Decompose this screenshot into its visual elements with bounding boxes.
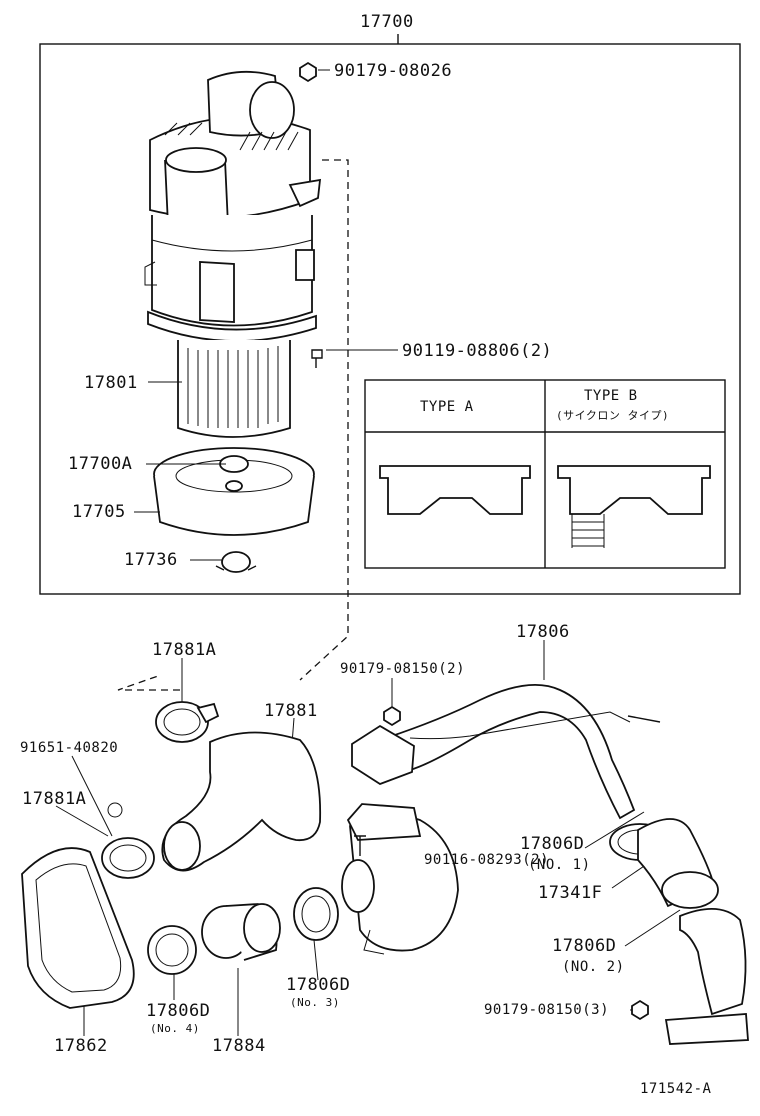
hose-17881 xyxy=(161,731,322,872)
clamp-17806D-no3 xyxy=(293,887,339,941)
inlet-pipe-17806 xyxy=(351,683,661,820)
label-no2: (NO. 2) xyxy=(562,959,625,975)
label-17806: 17806 xyxy=(516,622,570,642)
label-no3: (No. 3) xyxy=(290,996,340,1009)
type-inset-box xyxy=(364,379,726,569)
clamp-17881A-left xyxy=(101,837,155,879)
intake-duct-17862 xyxy=(21,847,135,1009)
type-a-label: TYPE A xyxy=(420,399,474,415)
label-no1: (NO. 1) xyxy=(528,857,591,873)
label-17801: 17801 xyxy=(84,373,138,393)
label-90119-08806: 90119-08806(2) xyxy=(402,341,553,361)
alignment-dash xyxy=(117,159,349,691)
air-cleaner-body xyxy=(144,215,317,342)
label-90179-08026: 90179-08026 xyxy=(334,61,453,81)
cleaner-bottom-17705 xyxy=(153,447,315,536)
label-17700A: 17700A xyxy=(68,454,133,474)
type-b-label: TYPE B xyxy=(584,388,638,404)
label-17884: 17884 xyxy=(212,1036,266,1056)
label-90179-08150-3: 90179-08150(3) xyxy=(484,1002,610,1018)
hose-17884 xyxy=(201,903,281,961)
nut-90179-08150-2 xyxy=(383,705,401,727)
wing-nut-17736 xyxy=(215,551,257,573)
label-17881A-top: 17881A xyxy=(152,640,217,660)
assembly-frame xyxy=(39,43,741,595)
air-cleaner-cap xyxy=(149,70,322,231)
label-17341F: 17341F xyxy=(538,883,603,903)
nut-90179-08026 xyxy=(299,61,317,83)
type-b-cap-shape xyxy=(557,465,711,515)
type-b-subtitle: (サイクロン タイプ) xyxy=(556,409,670,422)
type-a-cap-shape xyxy=(379,465,531,515)
turbocharger xyxy=(341,803,459,955)
type-b-cyclone-shape xyxy=(571,514,605,548)
clamp-17806D-no4 xyxy=(147,925,197,975)
hose-clamp-17881A xyxy=(155,701,220,743)
elbow-17806D-no2 xyxy=(664,907,749,1045)
label-17881: 17881 xyxy=(264,701,318,721)
label-17862: 17862 xyxy=(54,1036,108,1056)
filter-element-17801 xyxy=(177,340,291,438)
figure-code: 171542-A xyxy=(640,1081,712,1097)
label-17881A-left: 17881A xyxy=(22,789,87,809)
assembly-number: 17700 xyxy=(360,12,414,32)
bolt-90116-08293 xyxy=(354,835,366,856)
label-17806D-no3: 17806D xyxy=(286,975,351,995)
label-no4: (No. 4) xyxy=(150,1022,200,1035)
hose-17341F xyxy=(637,818,719,909)
label-17736: 17736 xyxy=(124,550,178,570)
nut-90179-08150-3 xyxy=(631,999,649,1021)
bolt-90119-08806 xyxy=(311,349,323,368)
label-17705: 17705 xyxy=(72,502,126,522)
label-90179-08150-2: 90179-08150(2) xyxy=(340,661,466,677)
label-17806D-no4: 17806D xyxy=(146,1001,211,1021)
bolt-91651 xyxy=(107,802,123,818)
label-17806D-no2: 17806D xyxy=(552,936,617,956)
label-91651-40820: 91651-40820 xyxy=(20,740,119,756)
label-17806D-no1: 17806D xyxy=(520,834,585,854)
label-90116-08293: 90116-08293(2) xyxy=(424,852,550,868)
